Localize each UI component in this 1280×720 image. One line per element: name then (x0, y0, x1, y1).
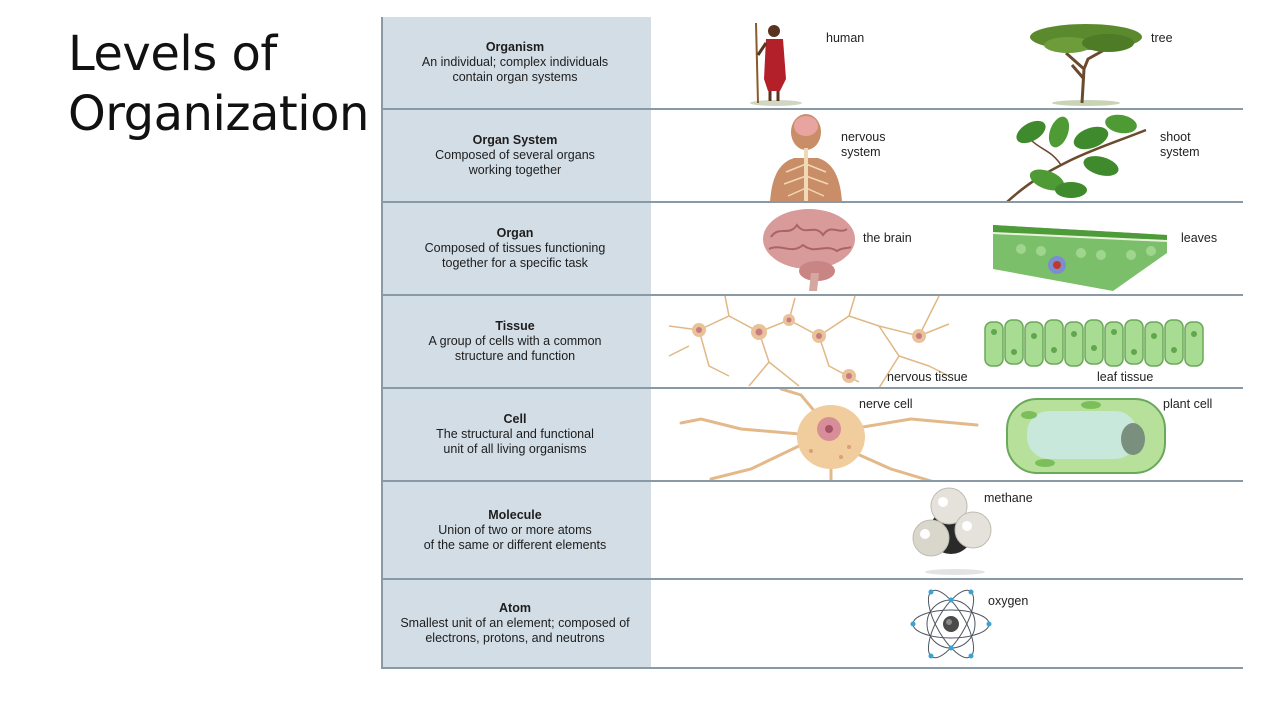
level-text: Composed of tissues functioning together… (424, 241, 606, 270)
level-name: Organ (496, 226, 534, 240)
level-name: Molecule (488, 507, 542, 522)
level-row-atom: Atom Smallest unit of an element; compos… (381, 580, 1243, 669)
tree-icon (1030, 24, 1142, 106)
example-label: nervous tissue (887, 370, 968, 384)
level-row-cell: Cell The structural and functional unit … (381, 389, 1243, 482)
brain-icon (763, 209, 855, 291)
leaf-tissue-icon (984, 319, 1204, 367)
example-label: nervous system (841, 130, 886, 159)
example-label: human (826, 31, 865, 45)
level-description: Atom Smallest unit of an element; compos… (381, 580, 649, 667)
example-label: methane (984, 491, 1033, 505)
level-row-organism: Organism An individual; complex individu… (381, 17, 1243, 110)
shoot-system-icon (1006, 114, 1147, 201)
levels-diagram: Organism An individual; complex individu… (381, 17, 1243, 669)
example-label: nerve cell (859, 397, 913, 411)
level-text: Union of two or more atoms of the same o… (423, 522, 607, 552)
level-description: Cell The structural and functional unit … (381, 389, 649, 480)
nervous-system-icon (770, 114, 842, 201)
level-description: Organ System Composed of several organs … (381, 110, 649, 201)
example-label: tree (1151, 31, 1173, 45)
methane-molecule-icon (912, 487, 992, 575)
example-label: leaf tissue (1097, 370, 1154, 384)
level-row-organ: Organ Composed of tissues functioning to… (381, 203, 1243, 296)
level-description-panel (381, 17, 653, 669)
example-label: oxygen (988, 594, 1029, 608)
level-text: Composed of several organs working toget… (435, 148, 595, 177)
level-row-molecule: Molecule Union of two or more atoms of t… (381, 482, 1243, 580)
level-description: Organ Composed of tissues functioning to… (381, 203, 649, 294)
level-description: Tissue A group of cells with a common st… (381, 296, 649, 387)
level-description: Organism An individual; complex individu… (381, 17, 649, 108)
level-name: Atom (499, 601, 531, 615)
example-label: plant cell (1163, 397, 1213, 411)
example-label: shoot system (1160, 130, 1200, 159)
slide-title: Levels of Organization (68, 26, 369, 142)
level-description: Molecule Union of two or more atoms of t… (381, 482, 649, 578)
level-text: A group of cells with a common structure… (428, 334, 602, 363)
plant-cell-icon (1006, 398, 1166, 474)
level-name: Organ System (472, 133, 558, 147)
example-label: the brain (863, 231, 912, 245)
level-text: Smallest unit of an element; composed of… (400, 616, 630, 645)
level-name: Tissue (495, 319, 535, 333)
human-icon (750, 22, 802, 106)
level-row-tissue: Tissue A group of cells with a common st… (381, 296, 1243, 389)
level-text: The structural and functional unit of al… (436, 427, 594, 456)
example-label: leaves (1181, 231, 1218, 245)
oxygen-atom-icon (910, 589, 992, 659)
level-name: Cell (503, 412, 527, 426)
nerve-cell-icon (679, 389, 979, 480)
nervous-tissue-icon (668, 296, 950, 387)
level-text: An individual; complex individuals conta… (421, 55, 609, 84)
level-name: Organism (485, 40, 545, 54)
leaf-cross-section-icon (992, 225, 1168, 291)
level-row-organ-system: Organ System Composed of several organs … (381, 110, 1243, 203)
